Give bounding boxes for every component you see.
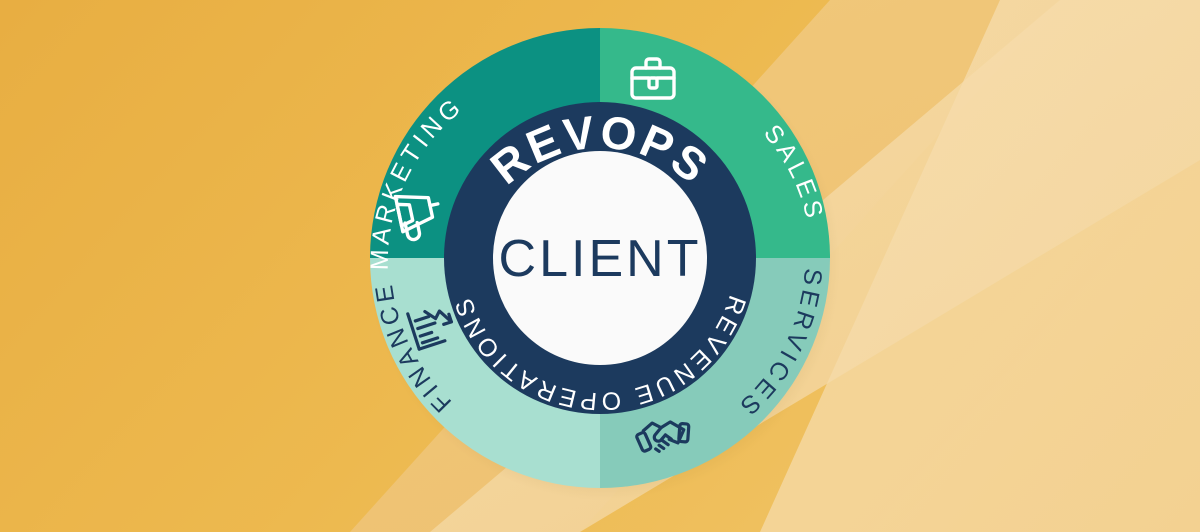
briefcase-icon: [630, 57, 676, 100]
client-label: CLIENT: [499, 230, 702, 288]
funnel-icon: [393, 194, 440, 242]
client-center-circle: [493, 151, 707, 365]
chart-decline-icon: [406, 309, 453, 351]
handshake-icon: [635, 420, 691, 453]
background-band-3: [760, 0, 1200, 532]
